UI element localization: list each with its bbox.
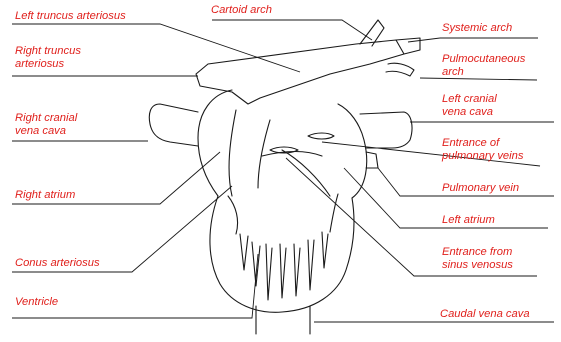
label-right-atrium: Right atrium xyxy=(15,189,75,202)
label-cartoid-arch: Cartoid arch xyxy=(211,4,272,17)
label-right-cranial-vena-cava: Right cranial vena cava xyxy=(15,112,77,138)
label-entrance-pulmonary-veins: Entrance of pulmonary veins xyxy=(442,137,523,163)
label-left-atrium: Left atrium xyxy=(442,214,495,227)
label-ventricle: Ventricle xyxy=(15,296,58,309)
label-left-cranial-vena-cava: Left cranial vena cava xyxy=(442,93,497,119)
label-conus-arteriosus: Conus arteriosus xyxy=(15,257,100,270)
leader-cartoid-arch xyxy=(212,20,372,40)
label-left-truncus-arteriosus: Left truncus arteriosus xyxy=(15,10,126,23)
label-caudal-vena-cava: Caudal vena cava xyxy=(440,308,530,321)
label-right-truncus-arteriosus: Right truncus arteriosus xyxy=(15,45,81,71)
label-pulmonary-vein: Pulmonary vein xyxy=(442,182,519,195)
label-systemic-arch: Systemic arch xyxy=(442,22,512,35)
label-entrance-sinus-venosus: Entrance from sinus venosus xyxy=(442,246,513,272)
label-pulmocutaneous-arch: Pulmocutaneous arch xyxy=(442,53,525,79)
